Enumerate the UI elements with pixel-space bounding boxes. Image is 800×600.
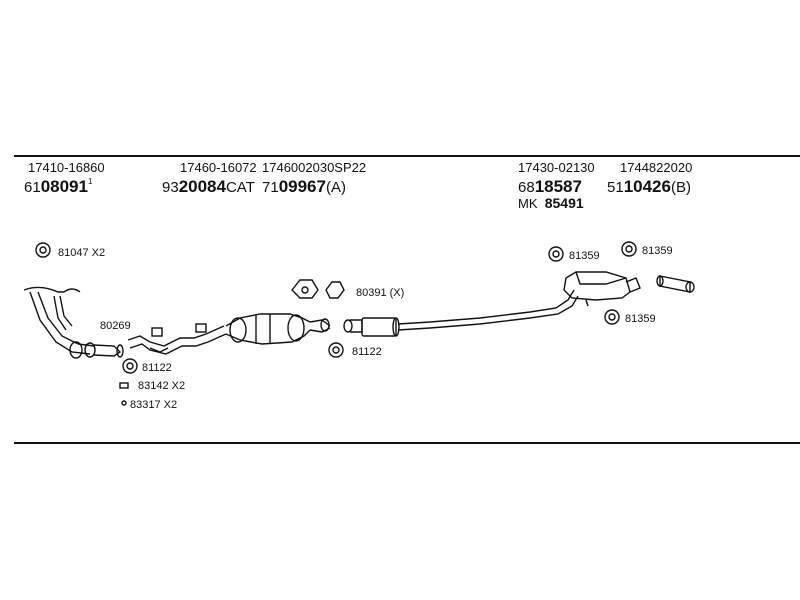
part-5-suffix: (B): [670, 179, 691, 196]
part-5-prefix: 51: [607, 179, 624, 196]
part-1-code: 61080911: [24, 177, 92, 197]
callout-gasket-81122-left: 81122: [142, 362, 172, 374]
part-1-main: 08091: [40, 177, 88, 196]
part-3-code: 7109967(A): [262, 177, 346, 197]
callout-clamp-80269: 80269: [100, 320, 131, 332]
top-rule: [14, 155, 800, 157]
part-1-prefix: 61: [24, 179, 41, 196]
tail-trim: [656, 275, 695, 293]
rubber-mount-icon-3: [604, 309, 620, 325]
gasket-ring-81047: [35, 242, 51, 258]
callout-bolt-83142: 83142 X2: [138, 380, 186, 392]
part-2-suffix: CAT: [225, 179, 255, 196]
part-4-oe-number: 17430-02130: [518, 160, 595, 175]
part-1-suffix: 1: [87, 177, 93, 186]
part-4-code: 6818587: [518, 177, 582, 197]
intermediate-pipe: [127, 323, 227, 355]
catalytic-converter: [225, 313, 331, 345]
part-3-main: 09967: [278, 177, 326, 196]
part-5-oe-number: 1744822020: [620, 160, 693, 175]
centre-silencer: [343, 317, 400, 337]
gasket-ring-81122-left: [122, 358, 138, 374]
callout-gasket-81122-right: 81122: [352, 346, 382, 358]
bottom-rule: [14, 442, 800, 444]
part-2-oe-number: 17460-16072: [180, 160, 257, 175]
gasket-ring-81122-right: [328, 342, 344, 358]
part-5-main: 10426: [623, 177, 671, 196]
bolt-icon: [119, 382, 129, 389]
hanger-bracket: [291, 279, 345, 299]
callout-rubber-81359-b: 81359: [642, 245, 673, 257]
part-4-extra: MK 85491: [518, 195, 584, 211]
callout-mount-80391: 80391 (X): [356, 287, 405, 299]
part-1-oe-number: 17410-16860: [28, 160, 105, 175]
part-3-prefix: 71: [262, 179, 279, 196]
part-2-code: 9320084CAT: [162, 177, 255, 197]
part-3-suffix: (A): [325, 179, 346, 196]
part-2-prefix: 93: [162, 179, 179, 196]
callout-gasket-81047: 81047 X2: [58, 247, 106, 259]
callout-rubber-81359-c: 81359: [625, 313, 656, 325]
part-4-extra-prefix: MK: [518, 196, 538, 211]
rubber-mount-icon-2: [621, 241, 637, 257]
part-4-main: 18587: [534, 177, 582, 196]
nut-icon: [121, 400, 127, 406]
rear-silencer: [563, 271, 641, 307]
part-4-prefix: 68: [518, 179, 535, 196]
rubber-mount-icon-1: [548, 246, 564, 262]
tail-pipe: [397, 289, 579, 331]
part-5-code: 5110426(B): [607, 177, 691, 197]
front-pipe: [23, 286, 124, 359]
callout-rubber-81359-a: 81359: [569, 250, 600, 262]
part-4-extra-number: 85491: [544, 195, 584, 211]
callout-nut-83317: 83317 X2: [130, 399, 178, 411]
part-3-oe-number: 1746002030SP22: [262, 160, 367, 175]
part-2-main: 20084: [178, 177, 226, 196]
